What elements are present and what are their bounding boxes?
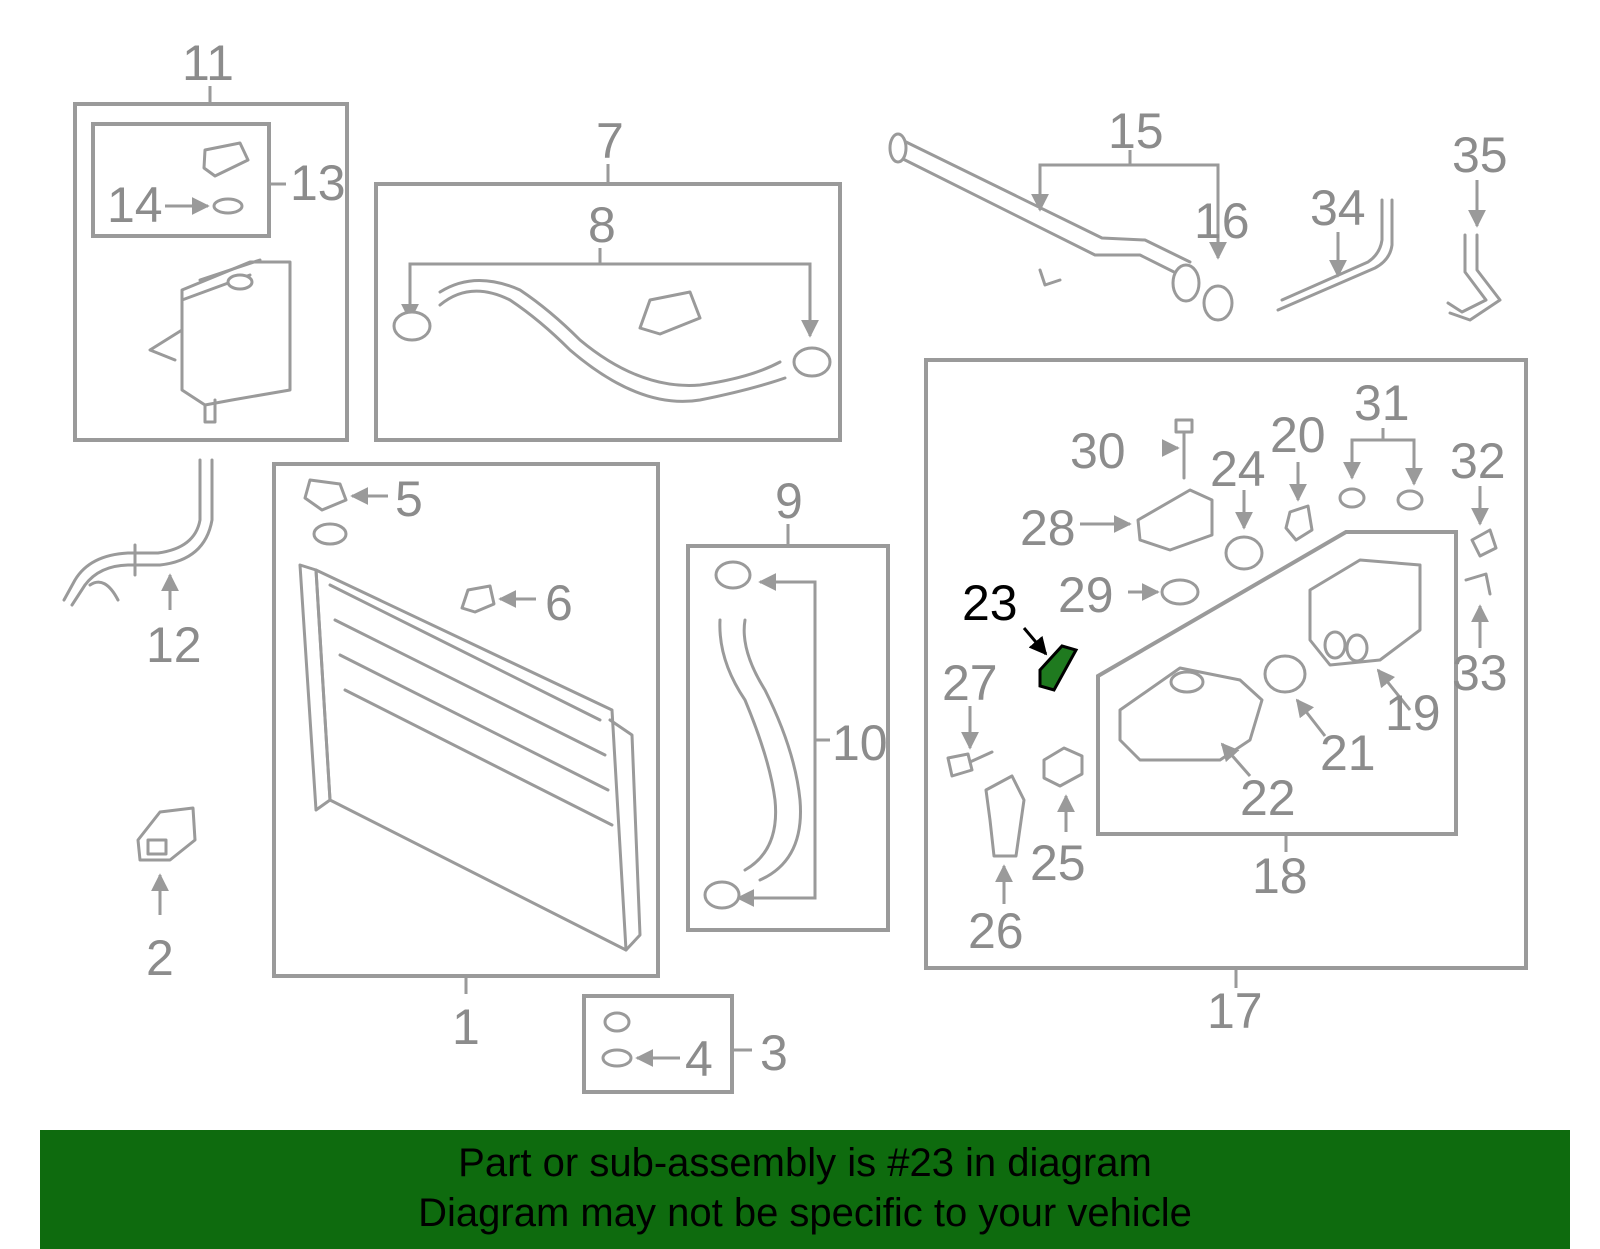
clip-31b-part [1396, 489, 1424, 511]
info-banner: Part or sub-assembly is #23 in diagram D… [40, 1130, 1570, 1249]
sensor-32-part [1470, 528, 1498, 558]
box-3 [582, 994, 734, 1094]
callout-7: 7 [596, 113, 624, 169]
box-18 [1096, 530, 1458, 836]
callout-23: 23 [962, 575, 1018, 631]
drain-plug-part [460, 584, 496, 614]
callout-21: 21 [1320, 725, 1376, 781]
callout-35: 35 [1452, 127, 1508, 183]
callout-13: 13 [290, 155, 346, 211]
radiator-group [272, 462, 660, 994]
hose-clamp-left-part [392, 310, 432, 342]
callout-26: 26 [968, 903, 1024, 959]
banner-line-part-number: Part or sub-assembly is #23 in diagram [458, 1141, 1152, 1185]
hose-bracket-part [638, 290, 702, 336]
lower-hose-part [718, 618, 778, 872]
callout-17: 17 [1207, 983, 1263, 1039]
callout-10: 10 [832, 715, 888, 771]
callout-15: 15 [1108, 103, 1164, 159]
callout-3: 3 [760, 1025, 788, 1081]
callout-4: 4 [685, 1031, 713, 1087]
lower-clamp-bottom-part [703, 880, 741, 910]
cover-26-part [984, 774, 1026, 858]
callout-33: 33 [1452, 645, 1508, 701]
callout-19: 19 [1385, 685, 1441, 741]
radiator-core-part [314, 568, 628, 952]
drain-seal-part [601, 1048, 633, 1068]
cap-seal-part [212, 197, 244, 215]
banner-line-disclaimer: Diagram may not be specific to your vehi… [418, 1191, 1192, 1235]
fitting-28-part [1136, 488, 1214, 552]
callout-30: 30 [1070, 423, 1126, 479]
overflow-hose-part [70, 458, 214, 607]
callout-20: 20 [1270, 407, 1326, 463]
thermostat-25-part [1042, 746, 1084, 788]
hose-35-part [1448, 233, 1502, 322]
callout-6: 6 [545, 575, 573, 631]
upper-hose-group [374, 164, 842, 442]
callout-28: 28 [1020, 500, 1076, 556]
ring-24-part [1224, 535, 1264, 571]
callout-27: 27 [942, 655, 998, 711]
box-17 [924, 358, 1528, 970]
callout-2: 2 [146, 930, 174, 986]
lower-clamp-top-part [714, 560, 752, 590]
thermostat-group [924, 358, 1528, 988]
callout-12: 12 [146, 617, 202, 673]
clip-31a-part [1338, 487, 1366, 509]
callout-5: 5 [395, 471, 423, 527]
callout-29: 29 [1058, 567, 1114, 623]
parts-diagram: 11 13 14 12 2 7 8 5 6 1 3 4 9 10 15 16 3… [62, 35, 1528, 1094]
o-ring-29-part [1160, 578, 1200, 606]
callout-24: 24 [1210, 441, 1266, 497]
ring-21-part [1263, 654, 1307, 694]
box-13 [91, 122, 271, 238]
callout-11: 11 [182, 35, 234, 91]
upper-hose-part [438, 289, 787, 403]
bolt-27-part [946, 752, 974, 778]
callout-25: 25 [1030, 835, 1086, 891]
reservoir-cap-part [202, 141, 250, 178]
callout-31: 31 [1354, 375, 1410, 431]
lower-hose-group [686, 524, 890, 932]
drain-cock-part [603, 1011, 631, 1033]
callout-14: 14 [107, 177, 163, 233]
callout-labels: 11 13 14 12 2 7 8 5 6 1 3 4 9 10 15 16 3… [107, 35, 1508, 1087]
callout-8: 8 [588, 197, 616, 253]
hose-34-part [1276, 198, 1394, 312]
callout-22: 22 [1240, 770, 1296, 826]
callout-9: 9 [775, 473, 803, 529]
pipe-o-ring-part [1202, 284, 1234, 322]
callout-16: 16 [1194, 193, 1250, 249]
callout-18: 18 [1252, 848, 1308, 904]
radiator-cap-part [303, 478, 348, 512]
callout-32: 32 [1450, 433, 1506, 489]
pipe-end-part [888, 132, 908, 164]
housing-22-part [1118, 666, 1264, 762]
cooling-system-exploded-view: 11 13 14 12 2 7 8 5 6 1 3 4 9 10 15 16 3… [62, 35, 1528, 1094]
callout-34: 34 [1310, 180, 1366, 236]
gasket-23-highlighted-part[interactable] [1038, 644, 1079, 692]
gasket-20-part [1284, 504, 1314, 542]
reservoir-group [73, 86, 349, 442]
hose-clamp-right-part [792, 346, 832, 378]
clip-33-part [1464, 572, 1492, 596]
callout-1: 1 [452, 999, 480, 1055]
